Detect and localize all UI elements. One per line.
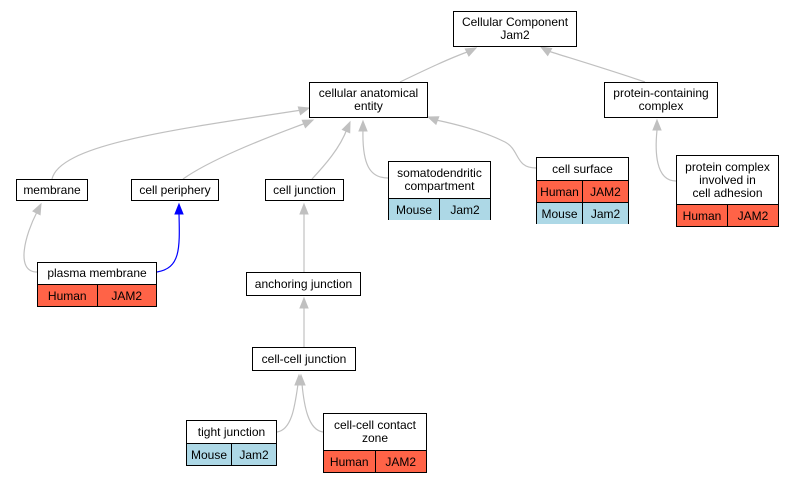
- species-row-human: Human JAM2: [324, 450, 426, 472]
- species-cell: Human: [47, 288, 87, 303]
- node-label: cellular anatomical entity: [318, 86, 419, 113]
- node-label: membrane: [23, 182, 81, 197]
- node-label: Cellular Component Jam2: [461, 15, 569, 42]
- edge-periphery-to-cae: [182, 122, 307, 180]
- species-row-human: Human JAM2: [537, 180, 628, 202]
- species-cell: Human: [540, 184, 579, 199]
- gene-cell: JAM2: [727, 205, 778, 226]
- node-anchoring-junction[interactable]: anchoring junction: [246, 272, 361, 296]
- edge-arrowhead: [301, 119, 315, 129]
- edge-arrowhead: [464, 47, 478, 57]
- node-label: protein-containing complex: [613, 86, 709, 113]
- edge-membrane-to-cae: [51, 109, 303, 180]
- node-protein-containing-complex[interactable]: protein-containing complex: [604, 82, 718, 118]
- species-row-mouse: Mouse Jam2: [187, 443, 276, 465]
- edge-pcadh-to-pcc: [655, 129, 677, 182]
- species-cell: Mouse: [190, 447, 228, 462]
- edge-cae-to-root: [399, 50, 471, 83]
- edge-arrowhead: [539, 46, 553, 57]
- node-label: protein complex involved in cell adhesio…: [685, 159, 770, 200]
- node-somatodendritic-compartment[interactable]: somatodendritic compartment Mouse Jam2: [388, 161, 491, 220]
- edge-somato-to-cae: [362, 128, 389, 179]
- edge-arrowhead: [174, 202, 184, 215]
- node-cell-periphery[interactable]: cell periphery: [131, 179, 219, 201]
- edge-plasma-to-membrane: [23, 211, 38, 273]
- edge-contact-to-ccj: [301, 383, 324, 433]
- gene-cell: JAM2: [96, 285, 157, 306]
- node-label: somatodendritic compartment: [397, 166, 482, 193]
- edge-arrowhead: [652, 118, 662, 131]
- edge-arrowhead: [296, 373, 306, 386]
- species-row-mouse: Mouse Jam2: [537, 202, 628, 224]
- gene-cell: Jam2: [439, 199, 490, 220]
- gene-cell: JAM2: [582, 181, 628, 202]
- species-row-mouse: Mouse Jam2: [389, 198, 490, 220]
- node-protein-complex-cell-adhesion[interactable]: protein complex involved in cell adhesio…: [676, 155, 779, 227]
- edge-surface-to-cae: [435, 119, 537, 169]
- gene-cell: JAM2: [374, 451, 427, 472]
- species-row-human: Human JAM2: [677, 204, 778, 226]
- edge-arrowhead: [358, 119, 368, 132]
- edge-arrowhead: [299, 296, 309, 309]
- species-row-human: Human JAM2: [38, 284, 156, 306]
- node-label: anchoring junction: [254, 276, 353, 291]
- node-plasma-membrane[interactable]: plasma membrane Human JAM2: [37, 262, 157, 307]
- edge-arrowhead: [299, 202, 309, 215]
- gene-cell: Jam2: [582, 203, 628, 224]
- edge-plasma-to-periphery: [156, 213, 180, 273]
- node-cell-junction[interactable]: cell junction: [265, 179, 344, 201]
- edge-arrowhead: [426, 116, 440, 126]
- node-label: cell periphery: [139, 182, 211, 197]
- edge-pcc-to-root: [547, 50, 646, 83]
- node-label: cell-cell junction: [261, 351, 347, 366]
- node-label: cell surface: [552, 161, 613, 176]
- node-label: cell junction: [273, 182, 336, 197]
- edge-arrowhead: [341, 120, 351, 134]
- species-cell: Human: [329, 454, 369, 469]
- gene-cell: Jam2: [231, 444, 276, 465]
- node-cellular-component-root[interactable]: Cellular Component Jam2: [453, 11, 577, 47]
- node-cellular-anatomical-entity[interactable]: cellular anatomical entity: [309, 82, 428, 118]
- node-tight-junction[interactable]: tight junction Mouse Jam2: [186, 420, 277, 466]
- species-cell: Mouse: [541, 206, 578, 221]
- edge-arrowhead: [297, 106, 311, 116]
- edge-arrowhead: [32, 202, 42, 216]
- node-cell-surface[interactable]: cell surface Human JAM2 Mouse Jam2: [536, 157, 629, 224]
- node-cell-cell-contact-zone[interactable]: cell-cell contact zone Human JAM2: [323, 413, 427, 473]
- node-label: tight junction: [197, 424, 266, 439]
- species-cell: Mouse: [395, 202, 433, 217]
- node-label: plasma membrane: [47, 266, 147, 280]
- edge-tight-to-ccj: [276, 383, 299, 433]
- node-cell-cell-junction[interactable]: cell-cell junction: [252, 347, 356, 371]
- edge-junction-to-cae: [311, 128, 348, 180]
- node-membrane[interactable]: membrane: [16, 179, 88, 201]
- species-cell: Human: [682, 208, 722, 223]
- node-label: cell-cell contact zone: [333, 418, 417, 445]
